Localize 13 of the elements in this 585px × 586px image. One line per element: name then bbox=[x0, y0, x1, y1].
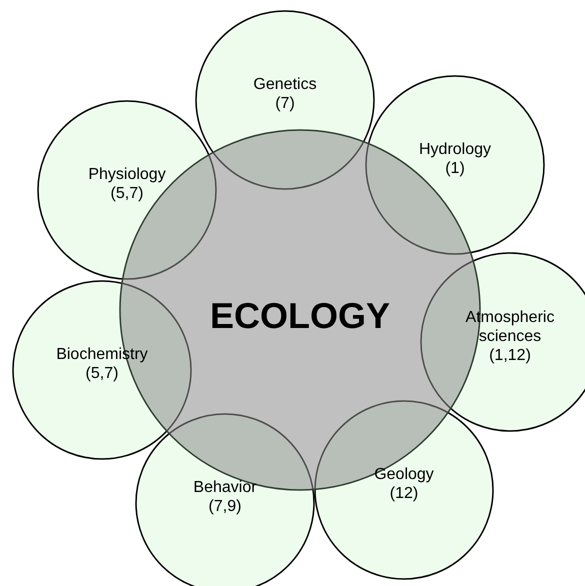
topic-name: Hydrology bbox=[418, 140, 492, 159]
reference-numbers: (1) bbox=[445, 159, 465, 178]
topic-name: Physiology bbox=[88, 165, 166, 184]
topic-name: Genetics bbox=[253, 75, 317, 94]
topic-name: Behavior bbox=[193, 478, 257, 497]
reference-numbers: (7,9) bbox=[208, 497, 242, 516]
reference-numbers: (7) bbox=[275, 94, 295, 113]
reference-numbers: (5,7) bbox=[86, 364, 118, 383]
reference-numbers: (12) bbox=[390, 484, 418, 503]
reference-numbers: (5,7) bbox=[110, 184, 144, 203]
reference-numbers: (1,12) bbox=[489, 346, 531, 365]
topic-name: Geology bbox=[374, 465, 434, 484]
central-title: ECOLOGY bbox=[210, 295, 390, 337]
